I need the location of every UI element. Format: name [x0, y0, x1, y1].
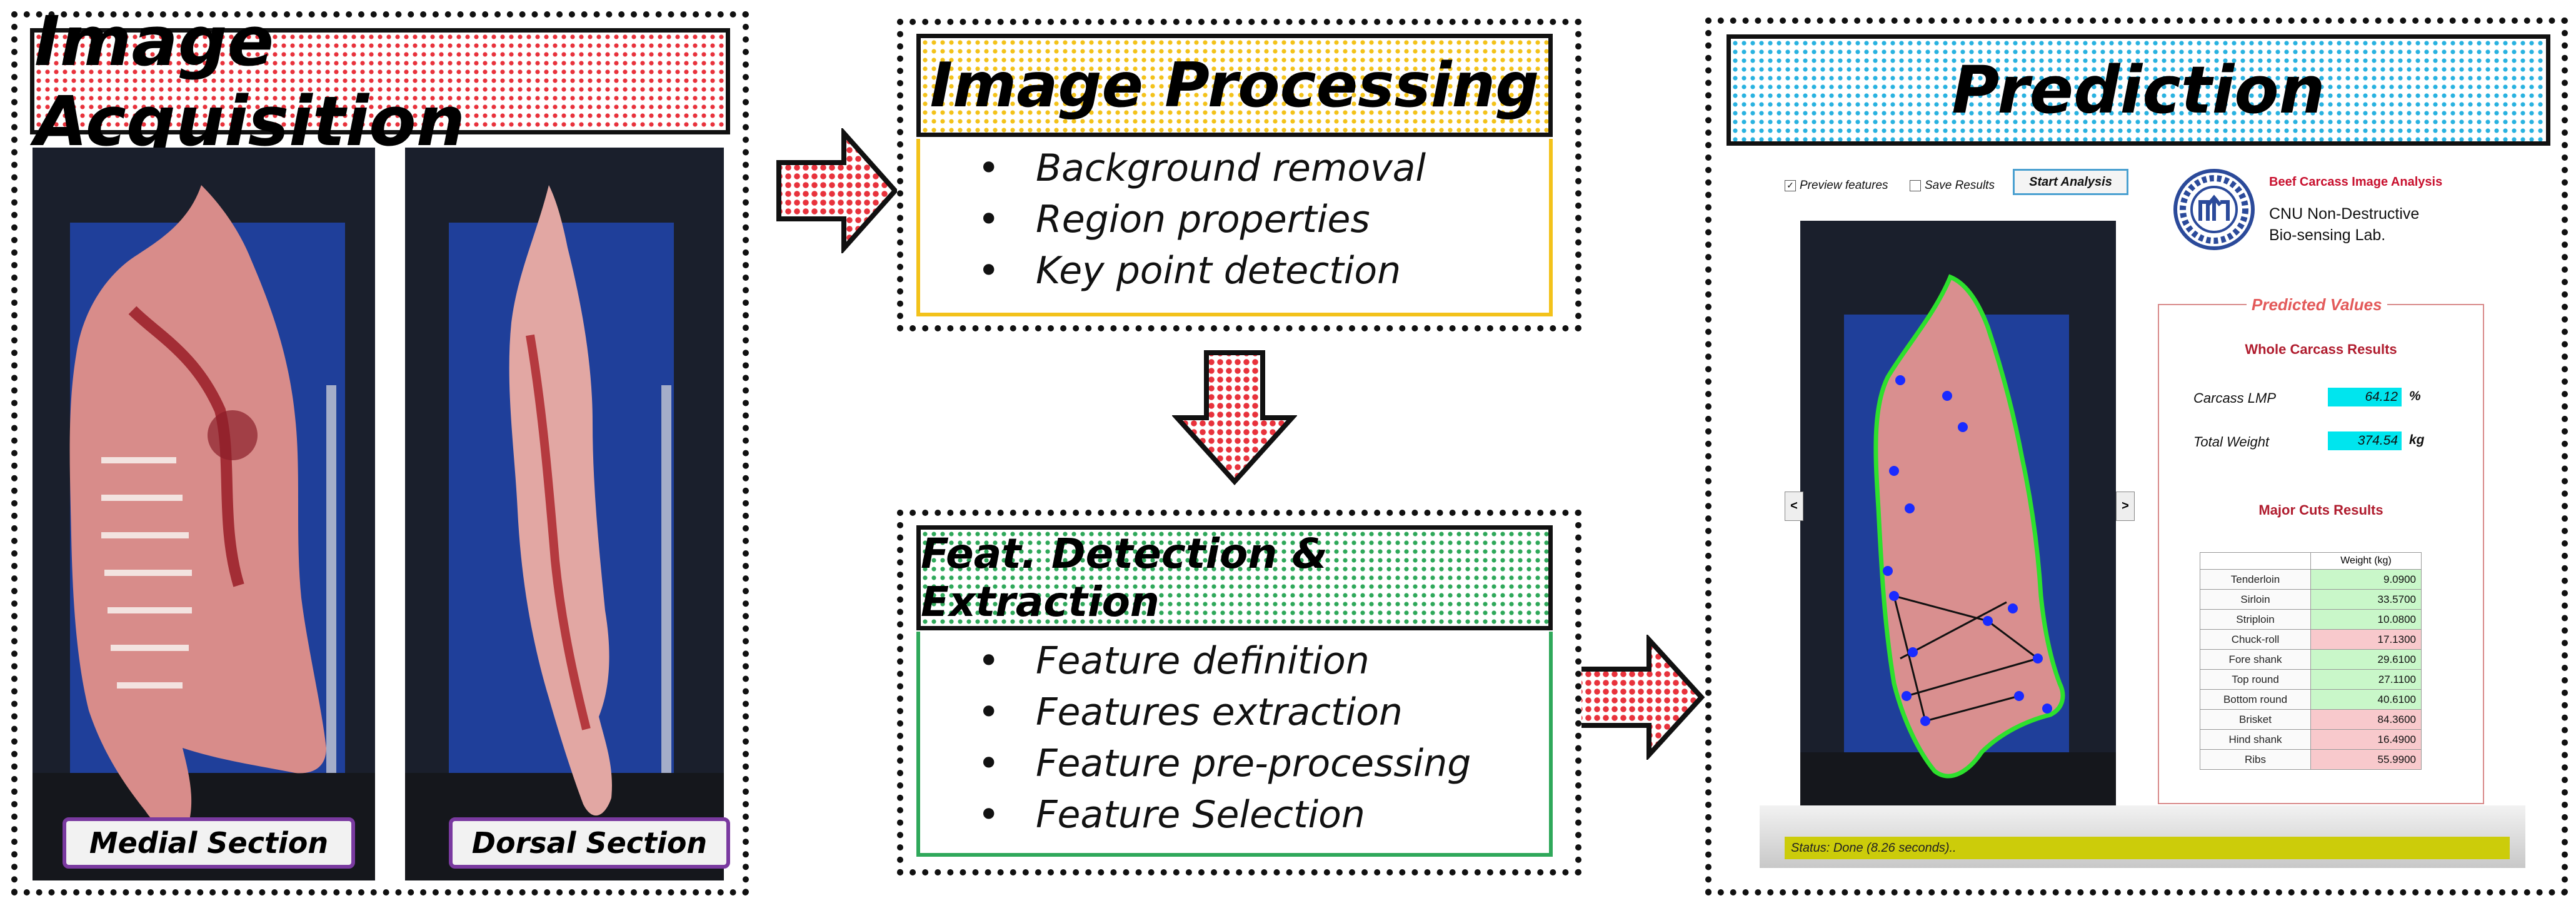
- previous-image-button[interactable]: <: [1785, 492, 1803, 521]
- acquisition-title: Image Acquisition: [30, 1, 730, 161]
- total-weight-label: Total Weight: [2193, 434, 2270, 450]
- features-item: Features extraction: [920, 687, 1549, 738]
- start-analysis-button[interactable]: Start Analysis: [2013, 169, 2128, 195]
- analysis-app-window: ✓ Preview features Save Results Start An…: [1760, 161, 2525, 868]
- checkbox-checked-icon: ✓: [1785, 180, 1796, 191]
- university-logo: [2173, 169, 2255, 250]
- app-title: Beef Carcass Image Analysis: [2269, 175, 2443, 189]
- medial-carcass-image: [33, 148, 375, 880]
- features-item: Feature definition: [920, 635, 1549, 687]
- carcass-lmp-value: 64.12: [2328, 388, 2402, 406]
- whole-carcass-title: Whole Carcass Results: [2245, 341, 2397, 357]
- processing-title: Image Processing: [916, 34, 1553, 137]
- status-bar: Status: Done (8.26 seconds)..: [1785, 837, 2510, 859]
- major-cuts-title: Major Cuts Results: [2258, 502, 2383, 518]
- total-weight-value: 374.54: [2328, 431, 2402, 450]
- preview-features-checkbox[interactable]: ✓ Preview features: [1785, 179, 1888, 193]
- next-image-button[interactable]: >: [2116, 492, 2135, 521]
- checkbox-empty-icon: [1910, 180, 1921, 191]
- processing-list: Background removal Region properties Key…: [916, 139, 1553, 316]
- table-header-weight: Weight (kg): [2310, 552, 2422, 570]
- medial-section-label: Medial Section: [63, 817, 355, 869]
- dorsal-carcass-image: [405, 148, 724, 880]
- total-weight-unit: kg: [2409, 433, 2425, 447]
- features-list: Feature definition Features extraction F…: [916, 632, 1553, 857]
- prediction-title: Prediction: [1727, 34, 2550, 146]
- features-title: Feat. Detection & Extraction: [916, 525, 1553, 630]
- processing-item: Background removal: [920, 143, 1549, 194]
- save-results-checkbox[interactable]: Save Results: [1910, 179, 1995, 193]
- carcass-lmp-unit: %: [2409, 389, 2421, 403]
- arrow-features-to-prediction: [1576, 635, 1705, 760]
- processing-item: Key point detection: [920, 245, 1549, 296]
- medial-section-photo: [33, 148, 375, 880]
- dorsal-section-photo: [405, 148, 724, 880]
- processing-item: Region properties: [920, 194, 1549, 245]
- features-item: Feature Selection: [920, 789, 1549, 840]
- lab-name-line1: CNU Non-Destructive: [2269, 205, 2420, 223]
- dorsal-section-label: Dorsal Section: [449, 817, 730, 869]
- arrow-acquisition-to-processing: [776, 128, 899, 253]
- lab-name-line2: Bio-sensing Lab.: [2269, 226, 2386, 244]
- predicted-values-title: Predicted Values: [2247, 295, 2387, 315]
- features-item: Feature pre-processing: [920, 738, 1549, 789]
- predicted-values-group: Predicted Values Whole Carcass Results C…: [2158, 295, 2484, 804]
- arrow-processing-to-features: [1172, 350, 1297, 485]
- carcass-lmp-label: Carcass LMP: [2193, 390, 2277, 406]
- analysis-image-view: [1800, 221, 2116, 821]
- annotated-carcass-image: [1800, 221, 2116, 821]
